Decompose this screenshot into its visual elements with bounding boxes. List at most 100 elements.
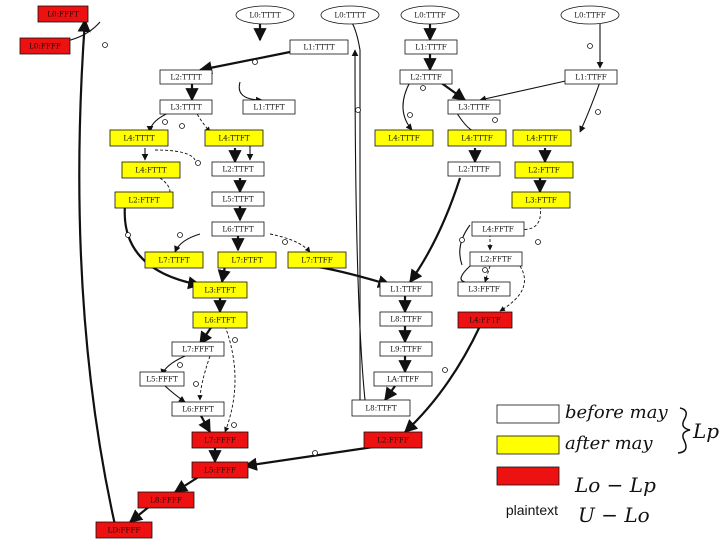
edge — [243, 444, 381, 471]
node-l5-ffft: L5:FFFT — [139, 371, 185, 387]
node-l4-fftf: L4:FFTF — [471, 221, 525, 237]
edge-marker — [407, 112, 413, 118]
node-box — [211, 161, 265, 177]
edge — [479, 79, 571, 102]
edge-marker — [492, 117, 498, 123]
node-box — [191, 461, 249, 479]
node-l7-ffff: L7:FFFF — [191, 431, 249, 449]
node-box — [139, 371, 185, 387]
legend-swatch-after — [496, 435, 560, 455]
edge-marker — [595, 109, 601, 115]
edge-marker — [232, 337, 238, 343]
node-l8-ttff: L8:TTFF — [379, 311, 433, 327]
node-box — [351, 399, 411, 417]
node-box — [404, 39, 458, 55]
node-box — [242, 99, 296, 115]
edge — [409, 177, 462, 284]
node-l0-tttt-a: L0:TTTT — [235, 5, 295, 25]
edge — [311, 264, 392, 288]
node-box — [447, 161, 501, 177]
node-box — [217, 251, 277, 269]
node-box — [204, 129, 264, 147]
node-label: L2:TTTF — [410, 73, 441, 82]
edge-marker — [355, 107, 361, 113]
node-box — [235, 5, 295, 25]
edge — [459, 224, 471, 266]
legend-note-lp: Lp — [692, 419, 719, 443]
node-la-ttff: LA:TTFF — [373, 371, 433, 387]
edge — [224, 325, 236, 433]
node-label: L4:TTTF — [388, 134, 419, 143]
node-box — [171, 401, 225, 417]
edges — [34, 14, 604, 526]
node-box — [320, 5, 380, 25]
node-box — [447, 129, 507, 147]
node-box — [514, 161, 574, 179]
edge — [439, 81, 467, 101]
legend: before may after may Lp Lo − Lp plaintex… — [496, 402, 719, 527]
edge — [483, 265, 491, 283]
node-label: L1:TTFF — [575, 73, 606, 82]
node-l9-ttff: L9:TTFF — [379, 341, 433, 357]
node-label: L8:TTFT — [365, 404, 396, 413]
node-box — [159, 69, 213, 85]
node-label: L1:TTFF — [390, 285, 421, 294]
node-l1-ttff: L1:TTFF — [564, 69, 618, 85]
node-label: L0:FFFT — [47, 10, 79, 19]
node-l3-tttt: L3:TTTT — [159, 99, 213, 115]
node-box — [399, 69, 453, 85]
edge-marker — [252, 59, 258, 65]
node-box — [137, 491, 195, 509]
edge-marker — [195, 160, 201, 166]
node-label: L0:TTTT — [249, 11, 281, 20]
edge — [164, 385, 186, 403]
node-label: L2:FTFT — [128, 196, 160, 205]
node-l7-ttff: L7:TTFF — [287, 251, 347, 269]
node-box — [289, 39, 349, 55]
node-l0-tttt-b: L0:TTTT — [320, 5, 380, 25]
node-label: L6:FFFT — [182, 405, 214, 414]
node-box — [512, 129, 572, 147]
node-box — [37, 5, 89, 23]
edge — [199, 325, 213, 346]
edge-marker — [177, 232, 183, 238]
legend-brace — [677, 407, 691, 454]
edge — [174, 233, 201, 253]
node-l3-tttf: L3:TTTF — [447, 99, 501, 115]
node-label: L2:TTTF — [458, 165, 489, 174]
node-l4-fttt: L4:FTTT — [121, 161, 181, 179]
node-label: L7:TTFF — [301, 256, 332, 265]
edge — [128, 505, 151, 523]
node-l4-tttf-a: L4:TTTF — [374, 129, 434, 147]
node-box — [109, 129, 169, 147]
edge-markers — [102, 42, 601, 498]
node-label: L3:FTTF — [525, 196, 556, 205]
node-label: L9:TTFF — [390, 345, 421, 354]
edge — [159, 177, 171, 193]
node-label: L4:TTTF — [461, 134, 492, 143]
edge — [123, 204, 202, 290]
node-label: L4:FFTF — [469, 316, 501, 325]
node-label: L1:TTFT — [253, 103, 284, 112]
edge-marker — [102, 42, 108, 48]
node-box — [211, 221, 265, 237]
node-label: L0:TTFF — [574, 11, 605, 20]
edge-marker — [162, 119, 168, 125]
legend-note-red: Lo − Lp — [574, 473, 656, 497]
legend-note-before: before may — [565, 402, 668, 423]
node-l6-ffft: L6:FFFT — [171, 401, 225, 417]
node-l6-ftft: L6:FTFT — [192, 311, 248, 329]
node-l2-tttf-b: L2:TTTF — [447, 161, 501, 177]
node-box — [287, 251, 347, 269]
legend-plaintext-label: plaintext — [506, 502, 558, 518]
node-label: L2:FFTF — [480, 255, 512, 264]
edge-marker — [420, 85, 426, 91]
edge-marker — [231, 422, 237, 428]
node-box — [171, 341, 225, 357]
edge-marker — [442, 367, 448, 373]
node-label: L3:FFTF — [468, 285, 500, 294]
node-box — [373, 371, 433, 387]
node-l5-ttft: L5:TTFT — [211, 191, 265, 207]
node-label: L4:FTTT — [135, 166, 167, 175]
edge — [460, 265, 471, 283]
